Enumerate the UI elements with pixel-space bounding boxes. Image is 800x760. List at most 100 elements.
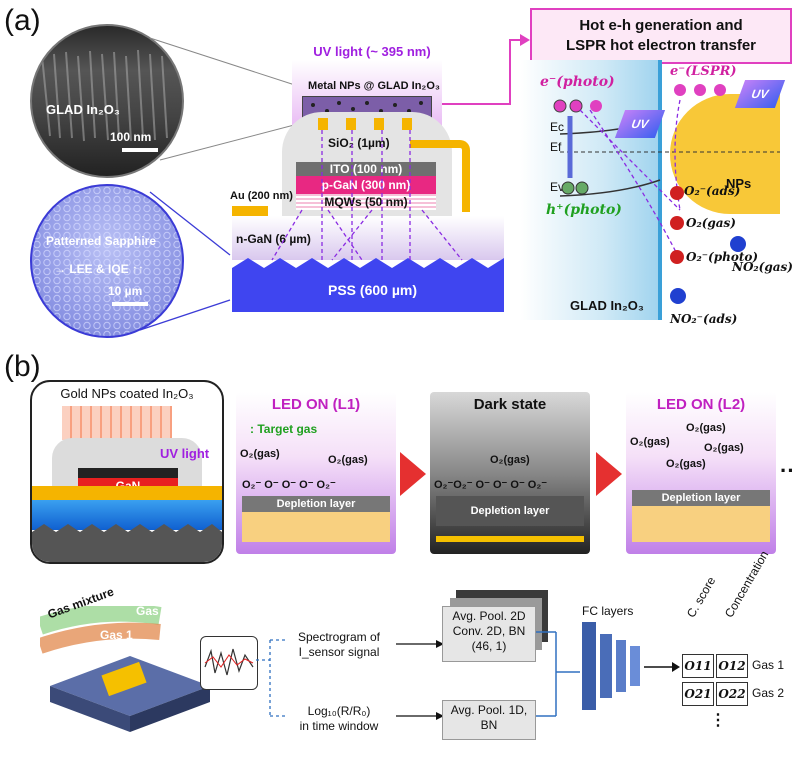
pss-b <box>32 524 222 562</box>
e-photo-label: e⁻(photo) <box>540 74 615 90</box>
fc-bar <box>616 640 626 692</box>
conv-block: Avg. Pool. 2D Conv. 2D, BN (46, 1) <box>442 606 536 662</box>
fc-layers-label: FC layers <box>582 604 634 618</box>
np-array <box>62 406 172 440</box>
o2-photo-molecule <box>670 250 684 264</box>
ev-label: Ev <box>550 180 565 194</box>
lspr-electron-dots <box>670 82 750 107</box>
output-cell: O22 <box>716 682 748 706</box>
row-gas1-label: Gas 1 <box>752 658 785 672</box>
transition-arrow <box>596 452 622 496</box>
sapphire-title: Patterned Sapphire <box>46 234 157 248</box>
contact-pad <box>318 118 328 130</box>
band-diagram: NPs e⁻(photo) e⁻(LSPR) Ec Ef Ev UV UV h⁺… <box>520 60 793 340</box>
panel-b-label: (b) <box>4 350 41 383</box>
log-line-2: in time window <box>299 719 379 733</box>
conv-line-1: Avg. Pool. 2D <box>452 609 526 623</box>
o2-label: O₂(gas) <box>686 422 726 434</box>
ito-layer-b <box>78 468 178 478</box>
electron-dots <box>552 98 612 114</box>
glad-label: GLAD In₂O₃ <box>570 298 644 313</box>
o2-gas-label: O₂(gas) <box>686 216 736 230</box>
no2-gas-molecule <box>730 236 746 252</box>
spectrogram-label: Spectrogram of I_sensor signal <box>284 630 394 660</box>
ec-label: Ec <box>550 120 565 134</box>
o2-gas-molecule <box>670 216 684 230</box>
signal-plot <box>200 636 258 690</box>
log-label: Log₁₀(R/R₀) in time window <box>284 704 394 734</box>
gas2-arrow-label: Gas 2 <box>136 604 169 618</box>
callout-line-2: LSPR hot electron transfer <box>565 37 757 54</box>
electron-layer <box>632 506 770 542</box>
h-photo-label: h⁺(photo) <box>546 202 622 218</box>
sapphire-note: → LEE & IQE ↑↑ <box>54 262 145 276</box>
e-lspr-label: e⁻(LSPR) <box>670 64 737 79</box>
pss-substrate <box>232 258 504 312</box>
no2-ads-label: NO₂⁻(ads) <box>670 312 738 326</box>
ito-layer: ITO (100 nm) <box>296 162 436 176</box>
pss-label: PSS (600 µm) <box>328 282 417 298</box>
led-device: UV light (~ 395 nm) Metal NPs @ GLAD In₂… <box>230 44 504 320</box>
fc-bar <box>600 634 612 698</box>
substrate-b <box>32 500 222 530</box>
gold-np-device: Gold NPs coated In₂O₃ GaN UV light <box>30 380 224 564</box>
in2o3-region <box>520 60 660 320</box>
o2-photo-label: O₂⁻(photo) <box>686 250 759 264</box>
row-gas2-label: Gas 2 <box>752 686 785 700</box>
metal-nps-label: Metal NPs @ GLAD In₂O₃ <box>308 80 440 92</box>
output-cell: O12 <box>716 654 748 678</box>
depletion-layer: Depletion layer <box>242 496 390 512</box>
more-rows: ⋮ <box>710 712 726 729</box>
zoom-lines <box>139 34 530 331</box>
sem-scale-bar <box>122 148 158 152</box>
sapphire-scale-bar <box>112 302 148 306</box>
transition-arrow <box>400 452 426 496</box>
fc-bar <box>582 622 596 710</box>
pool1d-line-2: BN <box>480 718 498 732</box>
state-title: LED ON (L2) <box>656 396 746 413</box>
sem-scale-label: 100 nm <box>110 130 152 144</box>
ion-row: O₂⁻O₂⁻ O⁻ O⁻ O⁻ O₂⁻ <box>434 479 548 491</box>
light-rays <box>271 130 463 261</box>
o2-label: O₂(gas) <box>240 448 280 460</box>
spectrogram-line-1: Spectrogram of <box>297 630 381 644</box>
conv-line-2: Conv. 2D, BN <box>452 624 526 638</box>
au-strip <box>32 486 222 500</box>
hot-eh-callout: Hot e-h generation and LSPR hot electron… <box>530 8 792 64</box>
o2-label: O₂(gas) <box>328 454 368 466</box>
fc-connectors <box>536 631 580 717</box>
output-cell: O11 <box>682 654 714 678</box>
no2-ads-molecule <box>670 288 686 304</box>
ngan-label: n-GaN (6 µm) <box>236 232 311 246</box>
gas1-arrow-label: Gas 1 <box>100 628 133 642</box>
sem-material-label: GLAD In₂O₃ <box>46 102 120 117</box>
o2-label: O₂(gas) <box>490 454 530 466</box>
gold-np-title: Gold NPs coated In₂O₃ <box>60 386 194 401</box>
c-score-header: C. score <box>683 574 719 620</box>
sapphire-scale-label: 10 µm <box>108 284 143 298</box>
ellipsis: ·· <box>780 458 795 483</box>
state-dark: Dark state O₂(gas) O₂⁻O₂⁻ O⁻ O⁻ O⁻ O₂⁻ D… <box>430 392 590 554</box>
o2-ads-molecule <box>670 186 684 200</box>
state-led-on-l1: LED ON (L1) : Target gas O₂(gas) O₂(gas)… <box>236 392 396 554</box>
sapphire-image: Patterned Sapphire → LEE & IQE ↑↑ 10 µm <box>30 184 184 338</box>
contact-pad <box>374 118 384 130</box>
output-cell: O21 <box>682 682 714 706</box>
state-led-on-l2: LED ON (L2) O₂(gas) O₂(gas) O₂(gas) O₂(g… <box>626 392 776 554</box>
spectrogram-line-2: I_sensor signal <box>298 645 380 659</box>
ion-row: O₂⁻ O⁻ O⁻ O⁻ O₂⁻ <box>242 479 336 491</box>
concentration-header: Concentration <box>721 548 772 620</box>
uv-light-label: UV light (~ 395 nm) <box>313 44 431 59</box>
pool1d-block: Avg. Pool. 1D, BN <box>442 700 536 740</box>
pool1d-line-1: Avg. Pool. 1D, <box>450 703 528 717</box>
log-line-1: Log₁₀(R/R₀) <box>307 704 371 718</box>
sem-image: GLAD In₂O₃ 100 nm <box>30 24 184 178</box>
contact-pad <box>402 118 412 130</box>
ngan-layer <box>232 216 504 260</box>
depletion-layer: Depletion layer <box>632 490 770 506</box>
ef-label: Ef <box>550 140 562 154</box>
electron-layer <box>436 536 584 542</box>
np-sphere <box>670 94 780 214</box>
o2-label: O₂(gas) <box>666 458 706 470</box>
output-arrow <box>644 662 680 672</box>
